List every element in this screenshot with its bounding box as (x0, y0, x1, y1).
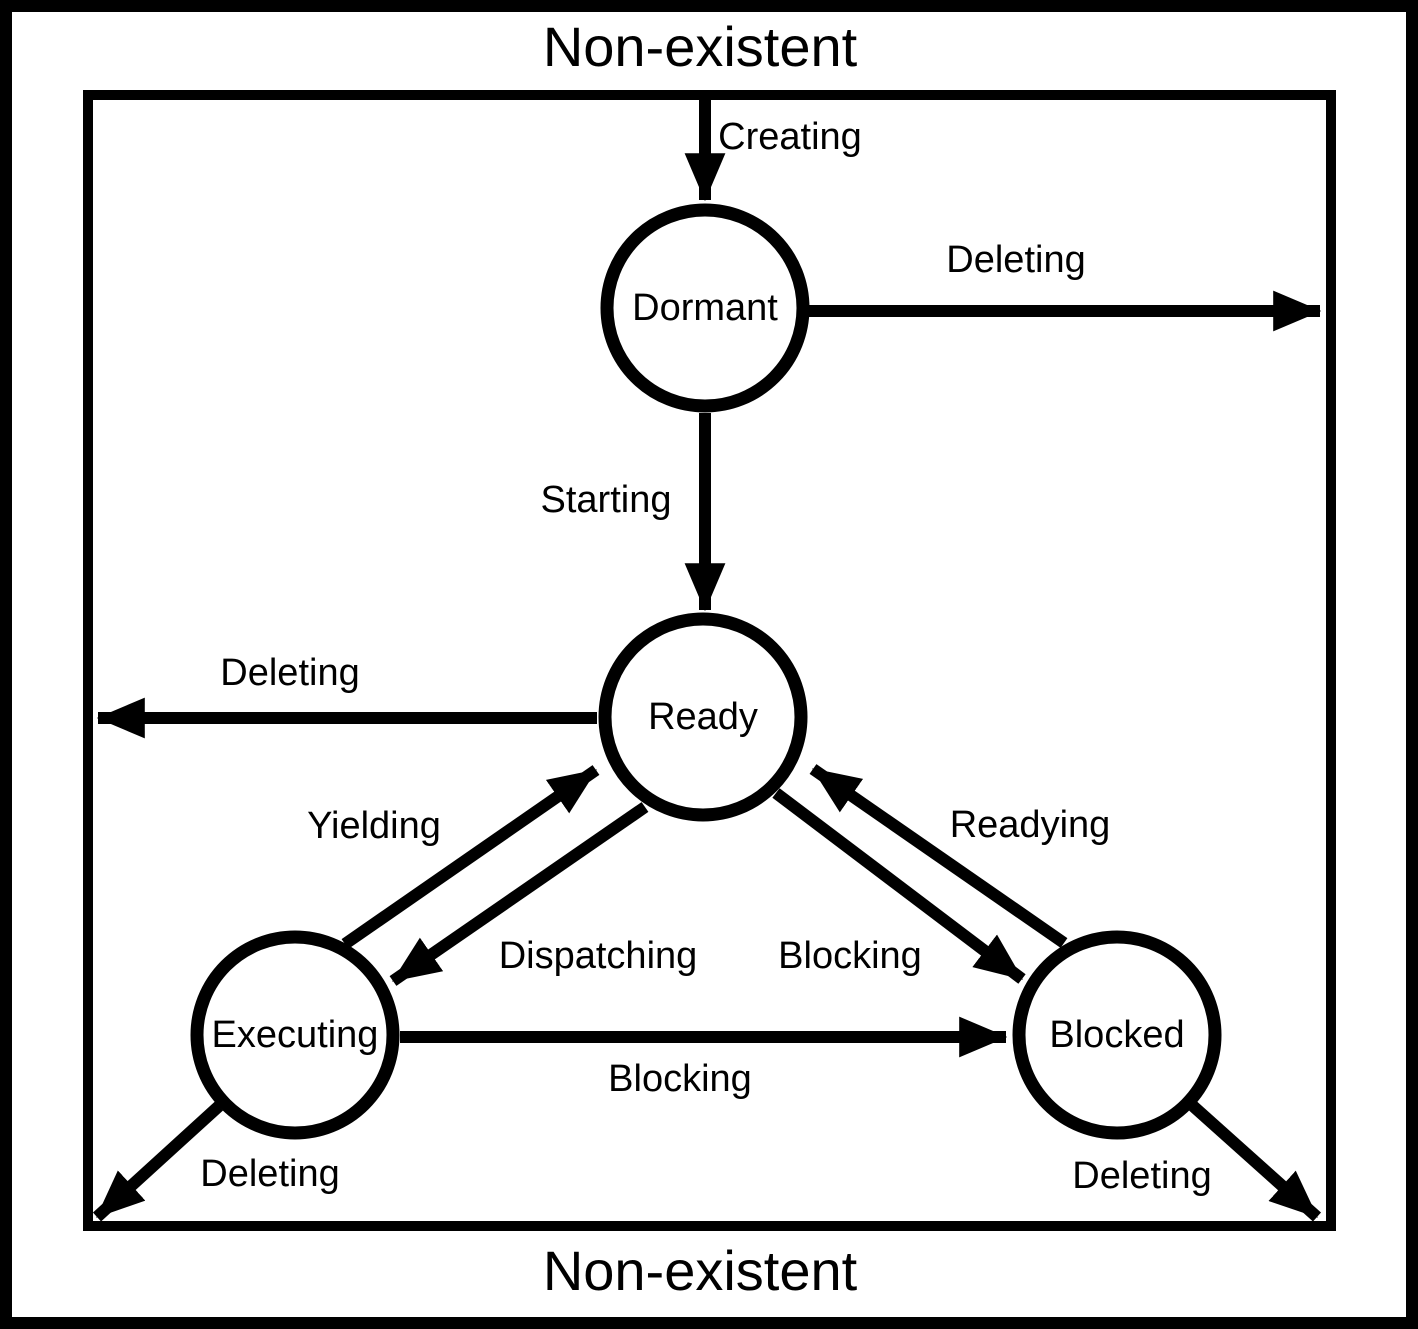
transition-label-starting: Starting (540, 479, 672, 521)
transition-arrow-blocking-ready (772, 788, 1026, 984)
transition-label-deleting-executing: Deleting (200, 1153, 340, 1195)
transition-arrow-readying (809, 764, 1068, 948)
transition-label-yielding: Yielding (307, 805, 441, 847)
outer-state-label-top: Non-existent (542, 15, 858, 78)
transition-arrow-deleting-executing (92, 1101, 224, 1222)
transition-label-readying: Readying (949, 804, 1111, 846)
transition-label-blocking-ready: Blocking (778, 935, 922, 977)
transition-arrow-deleting-blocked (1188, 1101, 1322, 1222)
transition-arrow-yielding (341, 765, 600, 949)
transition-label-blocking-executing: Blocking (608, 1058, 752, 1100)
transition-arrow-dispatching (389, 802, 649, 986)
state-label-dormant: Dormant (632, 287, 778, 329)
state-label-executing: Executing (211, 1014, 379, 1056)
state-circle-ready (598, 612, 808, 822)
transition-label-dispatching: Dispatching (498, 935, 698, 977)
transition-label-deleting-dormant: Deleting (946, 239, 1086, 281)
state-circle-dormant (600, 203, 810, 413)
transition-label-deleting-blocked: Deleting (1072, 1155, 1212, 1197)
transition-label-creating: Creating (718, 116, 862, 158)
state-circle-executing (190, 930, 400, 1140)
transition-label-deleting-ready: Deleting (220, 652, 360, 694)
state-circle-blocked (1012, 930, 1222, 1140)
state-label-blocked: Blocked (1049, 1014, 1185, 1056)
state-label-ready: Ready (648, 696, 758, 738)
inner-boundary-box (83, 90, 1336, 1231)
outer-state-label-bottom: Non-existent (542, 1239, 858, 1302)
